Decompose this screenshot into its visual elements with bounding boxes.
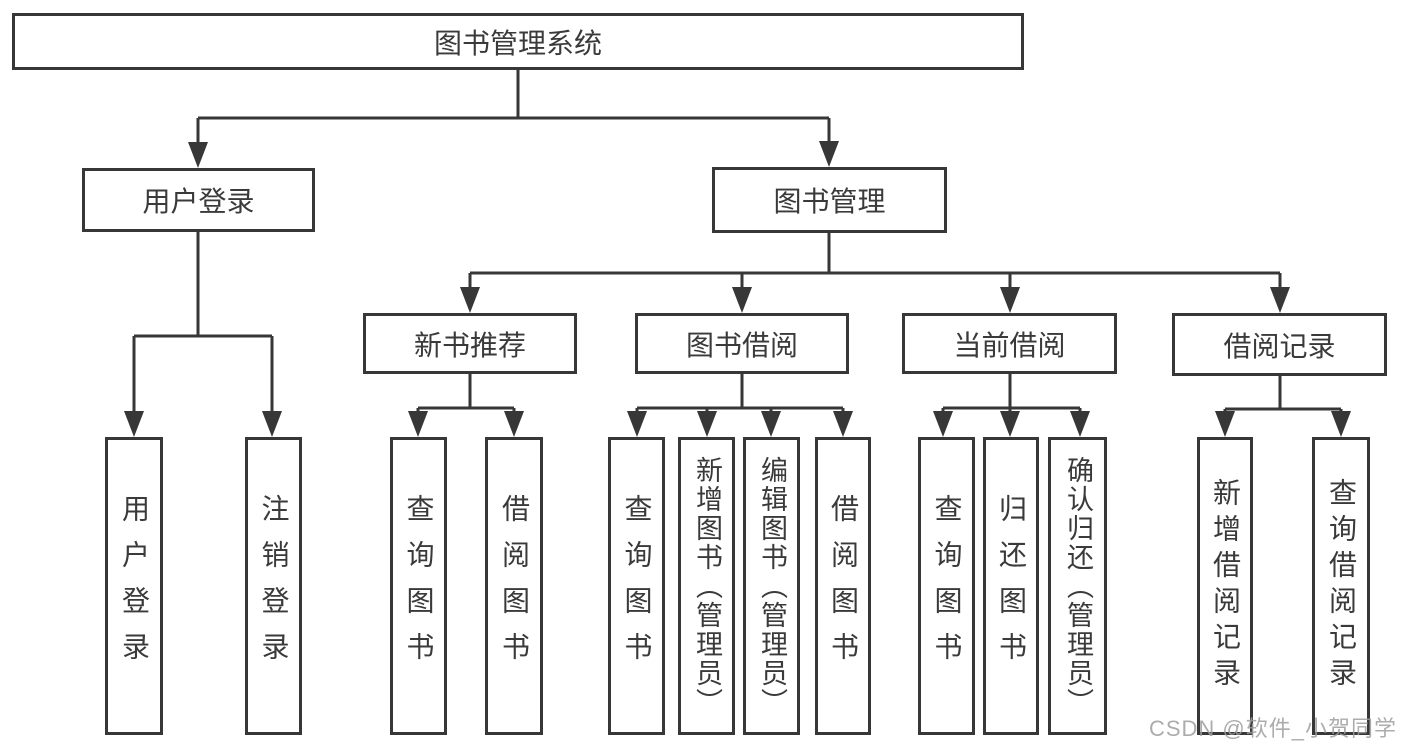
node-book-management: 图书管理 <box>712 167 947 233</box>
node-user-login: 用户登录 <box>82 168 315 232</box>
leaf-query-borrow-record-label: 查询借阅记录 <box>1326 478 1357 694</box>
node-borrow-records: 借阅记录 <box>1172 313 1387 376</box>
leaf-current-query-books-label: 查询图书 <box>931 494 963 678</box>
leaf-confirm-return-admin: 确认归还（管理员） <box>1048 437 1107 735</box>
node-book-borrow: 图书借阅 <box>635 313 849 374</box>
leaf-edit-books-admin: 编辑图书（管理员） <box>743 437 800 735</box>
leaf-edit-books-admin-label: 编辑图书（管理员） <box>757 455 787 717</box>
leaf-add-books-admin: 新增图书（管理员） <box>678 437 735 735</box>
csdn-watermark: CSDN @软件_小贺同学 <box>1148 716 1397 741</box>
node-root: 图书管理系统 <box>12 13 1024 70</box>
leaf-return-books: 归还图书 <box>983 437 1039 735</box>
leaf-query-borrow-record: 查询借阅记录 <box>1312 437 1370 735</box>
leaf-add-books-admin-label: 新增图书（管理员） <box>692 455 722 717</box>
leaf-borrow-borrow-books-label: 借阅图书 <box>828 494 859 678</box>
leaf-add-borrow-record: 新增借阅记录 <box>1197 437 1253 735</box>
leaf-user-login: 用户登录 <box>105 437 163 735</box>
leaf-current-query-books: 查询图书 <box>918 437 975 735</box>
leaf-recommend-borrow-books-label: 借阅图书 <box>499 494 530 678</box>
leaf-confirm-return-admin-label: 确认归还（管理员） <box>1063 455 1093 717</box>
leaf-borrow-query-books: 查询图书 <box>608 437 665 735</box>
leaf-return-books-label: 归还图书 <box>996 494 1027 678</box>
node-book-borrow-label: 图书借阅 <box>685 329 798 361</box>
node-new-book-recommend: 新书推荐 <box>363 313 577 374</box>
leaf-borrow-query-books-label: 查询图书 <box>621 494 653 678</box>
leaf-recommend-borrow-books: 借阅图书 <box>485 437 543 735</box>
node-root-label: 图书管理系统 <box>433 27 602 59</box>
node-user-login-label: 用户登录 <box>142 186 255 217</box>
leaf-recommend-query-books-label: 查询图书 <box>403 494 435 678</box>
node-book-management-label: 图书管理 <box>773 186 886 217</box>
leaf-logout: 注销登录 <box>245 437 302 735</box>
node-current-borrow: 当前借阅 <box>902 313 1117 374</box>
node-borrow-records-label: 借阅记录 <box>1223 330 1336 362</box>
leaf-add-borrow-record-label: 新增借阅记录 <box>1210 478 1241 694</box>
leaf-user-login-label: 用户登录 <box>119 494 150 678</box>
leaf-logout-label: 注销登录 <box>258 494 290 678</box>
node-current-borrow-label: 当前借阅 <box>953 329 1066 361</box>
node-new-book-recommend-label: 新书推荐 <box>413 329 526 361</box>
leaf-recommend-query-books: 查询图书 <box>390 437 447 735</box>
leaf-borrow-borrow-books: 借阅图书 <box>815 437 871 735</box>
